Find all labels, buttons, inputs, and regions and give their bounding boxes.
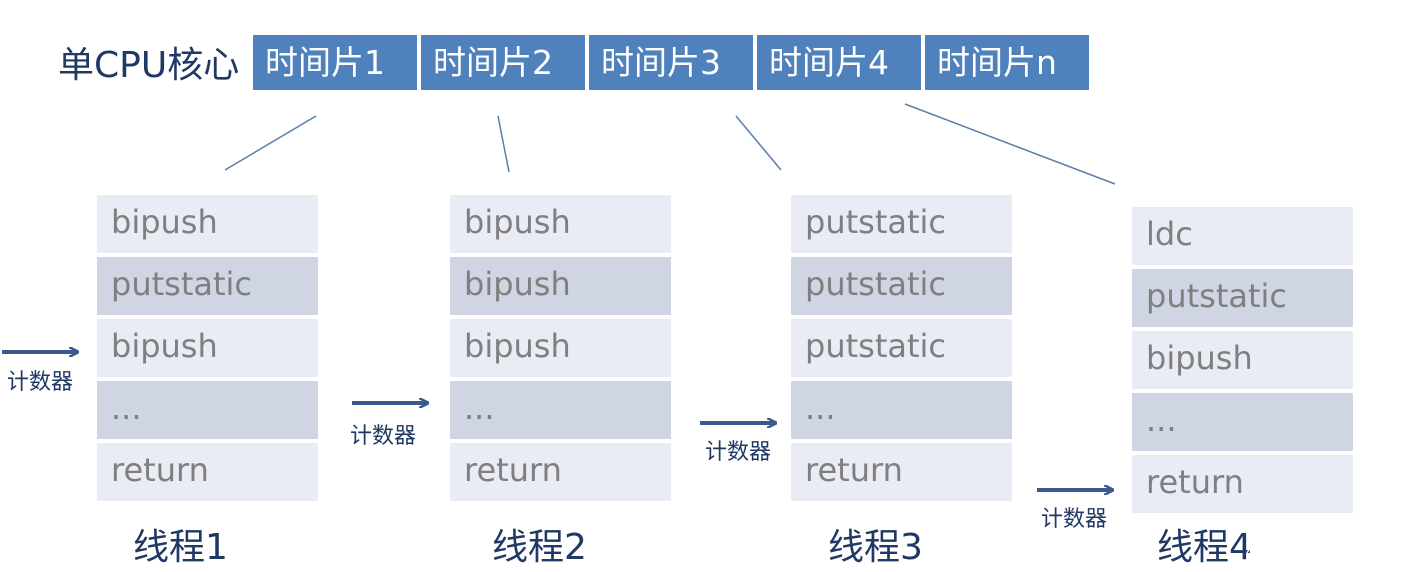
instruction-cell: ldc xyxy=(1132,207,1353,265)
instruction-cell: putstatic xyxy=(791,319,1012,377)
instruction-cell: ... xyxy=(97,381,318,439)
instruction-cell: bipush xyxy=(450,257,671,315)
instruction-cell: return xyxy=(97,443,318,501)
connector-line-slice2-thread2 xyxy=(497,115,510,173)
instruction-cell: bipush xyxy=(97,319,318,377)
thread-1-instruction-stack: bipush putstatic bipush ... return xyxy=(97,195,318,505)
connector-line-slicen-thread4 xyxy=(904,103,1116,185)
instruction-cell: putstatic xyxy=(1132,269,1353,327)
instruction-cell: ... xyxy=(450,381,671,439)
time-slice-n: 时间片n xyxy=(925,35,1089,90)
thread-4-instruction-stack: ldc putstatic bipush ... return xyxy=(1132,207,1353,517)
cpu-core-label: 单CPU核心 xyxy=(58,45,240,86)
instruction-cell: ... xyxy=(1132,393,1353,451)
counter-label-thread4: 计数器 xyxy=(1041,507,1108,532)
instruction-cell: putstatic xyxy=(791,257,1012,315)
time-slice-2: 时间片2 xyxy=(421,35,585,90)
watermark: @稀土掘金技术社区 xyxy=(1245,544,1407,565)
instruction-cell: return xyxy=(450,443,671,501)
instruction-cell: return xyxy=(791,443,1012,501)
thread-4-label: 线程4 xyxy=(1157,527,1252,568)
thread-2-instruction-stack: bipush bipush bipush ... return xyxy=(450,195,671,505)
time-slice-4: 时间片4 xyxy=(757,35,921,90)
instruction-cell: return xyxy=(1132,455,1353,513)
time-slice-3: 时间片3 xyxy=(589,35,753,90)
instruction-cell: bipush xyxy=(450,195,671,253)
connector-line-slice3-thread3 xyxy=(735,115,782,171)
thread-1-label: 线程1 xyxy=(133,527,228,568)
instruction-cell: bipush xyxy=(450,319,671,377)
counter-label-thread3: 计数器 xyxy=(705,440,772,465)
connector-line-slice1-thread1 xyxy=(224,115,317,171)
instruction-cell: putstatic xyxy=(97,257,318,315)
thread-2-label: 线程2 xyxy=(492,527,587,568)
instruction-cell: ... xyxy=(791,381,1012,439)
instruction-cell: bipush xyxy=(97,195,318,253)
counter-label-thread2: 计数器 xyxy=(350,424,417,449)
time-slice-1: 时间片1 xyxy=(253,35,417,90)
thread-3-label: 线程3 xyxy=(828,527,923,568)
thread-3-instruction-stack: putstatic putstatic putstatic ... return xyxy=(791,195,1012,505)
counter-label-thread1: 计数器 xyxy=(7,370,74,395)
instruction-cell: bipush xyxy=(1132,331,1353,389)
instruction-cell: putstatic xyxy=(791,195,1012,253)
